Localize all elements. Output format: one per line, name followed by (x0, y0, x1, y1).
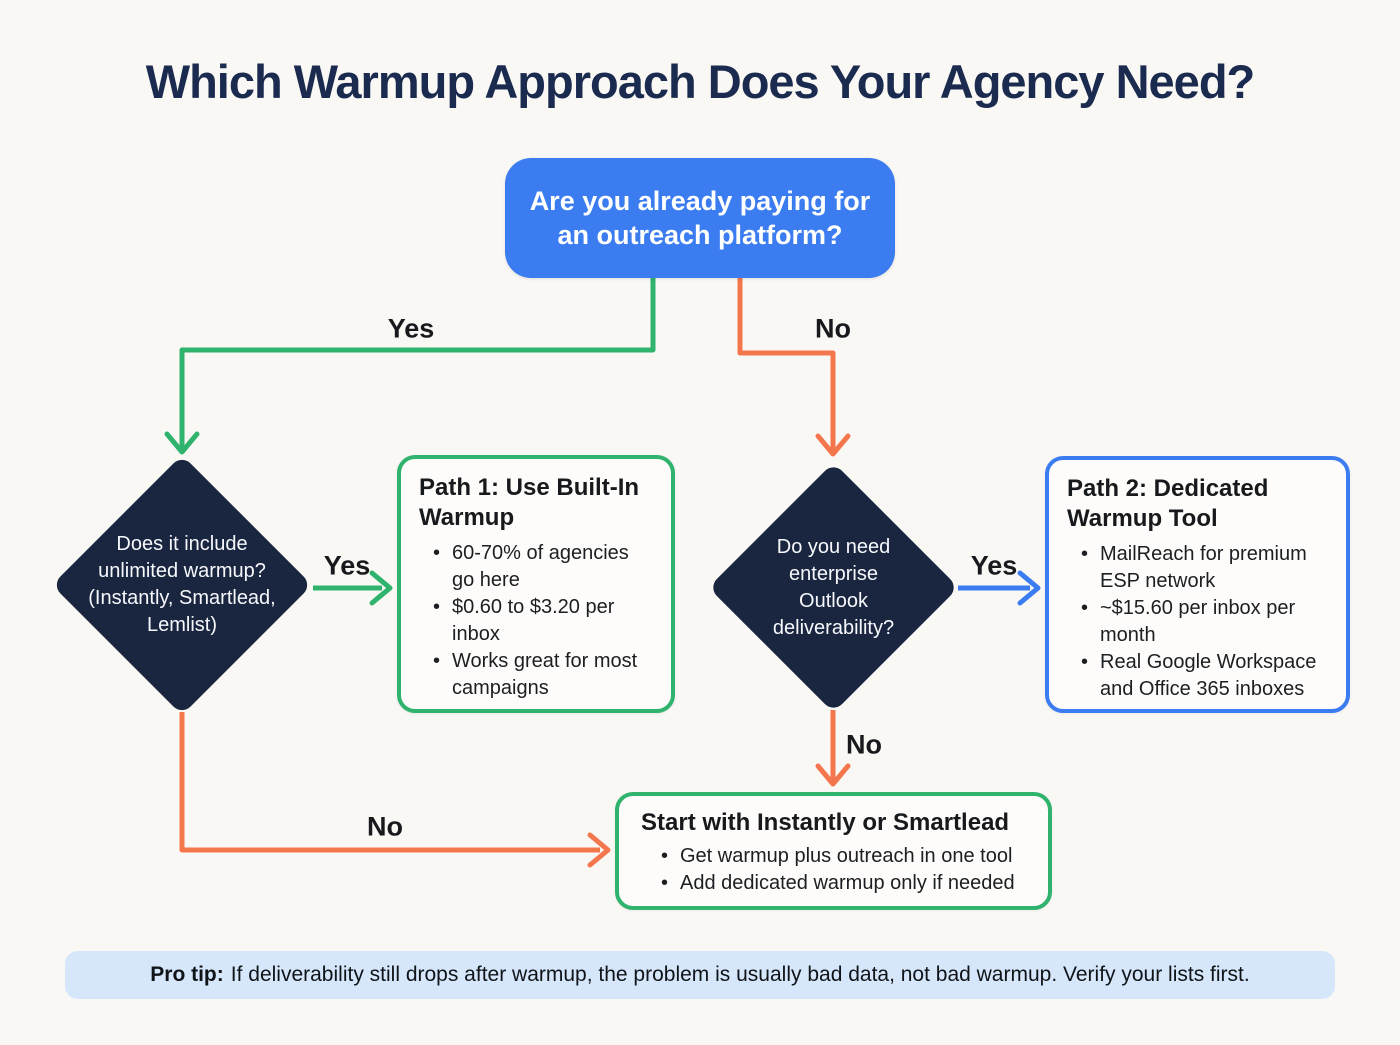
path1-title-line1: Path 1: Use Built-In (419, 474, 640, 501)
path1-title-line2: Warmup (419, 504, 515, 531)
root-question-line2: an outreach platform? (557, 220, 843, 250)
decision-right-line4: deliverability? (772, 616, 895, 639)
fallback-title: Start with Instantly or Smartlead (641, 809, 1010, 836)
path1-bullet-list: 60-70% of agencies go here$0.60 to $3.20… (433, 540, 653, 702)
edge-label-left-no: No (367, 811, 403, 842)
bullet-item: MailReach for premium ESP network (1081, 541, 1328, 595)
root-question-box: Are you already paying for an outreach p… (505, 158, 895, 278)
path1-card: Path 1: Use Built-In Warmup 60-70% of ag… (397, 455, 675, 713)
path1-title: Path 1: Use Built-In Warmup (419, 473, 653, 533)
arrowhead-root-no-icon (815, 433, 851, 457)
edge-label-right-no: No (846, 729, 882, 760)
arrowhead-root-yes-icon (164, 431, 200, 455)
decision-right-line1: Do you need (776, 535, 891, 558)
edge-label-root-no: No (815, 313, 851, 344)
path2-title: Path 2: Dedicated Warmup Tool (1067, 474, 1328, 534)
decision-unlimited-warmup-text: Does it include unlimited warmup? (Insta… (88, 531, 275, 639)
decision-left-line3: (Instantly, Smartlead, (88, 587, 276, 609)
pro-tip-label: Pro tip: (150, 963, 224, 986)
decision-enterprise-outlook: Do you need enterprise Outlook deliverab… (708, 462, 959, 713)
bullet-item: Get warmup plus outreach in one tool (661, 843, 1026, 870)
arrowhead-right-yes-icon (1017, 570, 1041, 606)
pro-tip-text: If deliverability still drops after warm… (230, 963, 1250, 986)
connector-root-yes (179, 278, 656, 448)
arrowhead-left-no-icon (587, 832, 611, 868)
arrowhead-right-no-icon (815, 763, 851, 787)
path2-title-line2: Warmup Tool (1067, 505, 1218, 532)
decision-unlimited-warmup: Does it include unlimited warmup? (Insta… (51, 454, 313, 716)
connector-root-no (737, 278, 836, 450)
path2-bullet-list: MailReach for premium ESP network~$15.60… (1081, 541, 1328, 703)
decision-enterprise-outlook-text: Do you need enterprise Outlook deliverab… (773, 534, 894, 642)
edge-label-left-yes: Yes (323, 550, 371, 581)
path2-title-line1: Path 2: Dedicated (1067, 475, 1269, 502)
fallback-card: Start with Instantly or Smartlead Get wa… (615, 792, 1052, 910)
root-question-line1: Are you already paying for (529, 186, 871, 216)
path2-card: Path 2: Dedicated Warmup Tool MailReach … (1045, 456, 1350, 713)
arrowhead-left-yes-icon (369, 570, 393, 606)
bullet-item: $0.60 to $3.20 per inbox (433, 594, 653, 648)
pro-tip-bar: Pro tip: If deliverability still drops a… (65, 951, 1335, 999)
edge-label-root-yes: Yes (387, 313, 435, 344)
decision-left-line2: unlimited warmup? (98, 560, 266, 582)
decision-left-line4: Lemlist) (146, 614, 218, 636)
bullet-item: Add dedicated warmup only if needed (661, 870, 1026, 897)
bullet-item: Works great for most campaigns (433, 648, 653, 702)
decision-right-line3: Outlook (799, 589, 868, 612)
bullet-item: Real Google Workspace and Office 365 inb… (1081, 649, 1328, 703)
decision-left-line1: Does it include (116, 533, 248, 555)
bullet-item: ~$15.60 per inbox per month (1081, 595, 1328, 649)
page-title: Which Warmup Approach Does Your Agency N… (145, 55, 1256, 108)
decision-right-line2: enterprise (789, 562, 878, 585)
edge-label-right-yes: Yes (970, 550, 1018, 581)
fallback-bullet-list: Get warmup plus outreach in one toolAdd … (661, 843, 1026, 897)
bullet-item: 60-70% of agencies go here (433, 540, 653, 594)
